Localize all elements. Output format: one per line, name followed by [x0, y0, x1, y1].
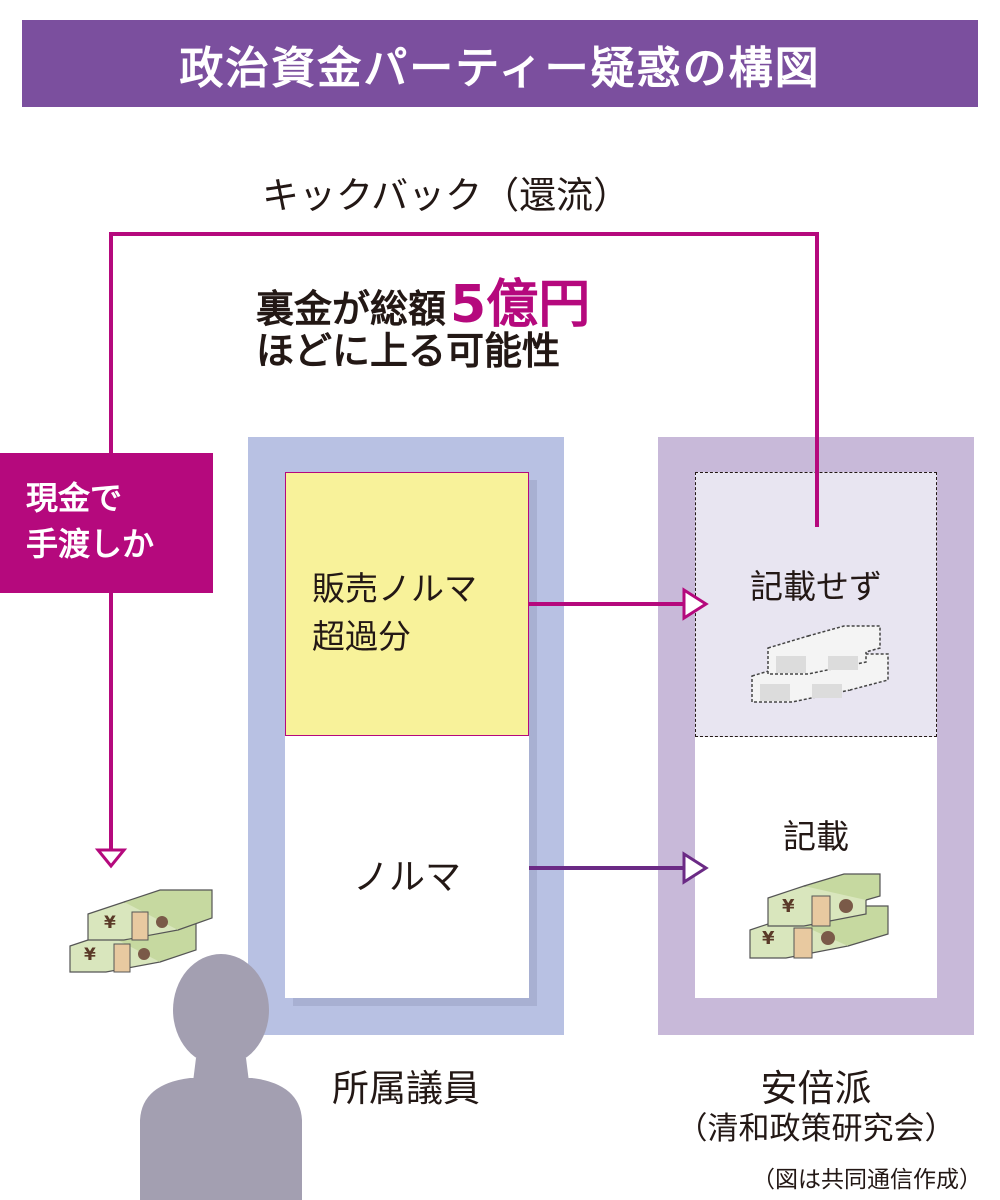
slush-fund-amount: 5億円 — [450, 275, 591, 335]
cash-handover-box: 現金で 手渡しか — [0, 453, 213, 593]
unrecorded-label: 記載せず — [750, 567, 882, 606]
slush-fund-line2: ほどに上る可能性 — [256, 329, 561, 373]
excess-sales-box: 販売ノルマ 超過分 — [285, 472, 529, 736]
member-caption: 所属議員 — [332, 1067, 480, 1110]
cash-yen-mark-upper: ¥ — [104, 913, 116, 933]
quota-label: ノルマ — [352, 857, 461, 898]
cash-handover-line1: 現金で — [26, 479, 123, 517]
diagram-title: 政治資金パーティー疑惑の構図 — [22, 20, 978, 107]
excess-sales-line1: 販売ノルマ — [312, 569, 477, 608]
cash-banknote-stack-icon: ¥ ¥ — [69, 889, 213, 973]
person-silhouette-icon — [140, 954, 302, 1200]
quota-to-recorded-arrowhead — [682, 851, 709, 885]
cash-handover-line2: 手渡しか — [26, 525, 155, 563]
recorded-banknote-stack-icon: ¥ ¥ — [749, 873, 889, 959]
cash-yen-mark-lower: ¥ — [84, 945, 96, 965]
unrecorded-money-stack-icon — [751, 625, 889, 703]
recorded-label: 記載 — [783, 817, 849, 856]
kickback-arrowhead — [94, 848, 128, 869]
excess-sales-line2: 超過分 — [312, 617, 411, 656]
credit-note: （図は共同通信作成） — [752, 1167, 982, 1193]
slush-fund-prefix: 裏金が総額 — [256, 287, 447, 331]
excess-to-unrecorded-arrowhead — [682, 587, 709, 621]
slush-fund-line1: 裏金が総額5億円 — [256, 262, 590, 337]
kickback-label: キックバック（還流） — [262, 174, 631, 217]
faction-caption: 安倍派 — [760, 1067, 872, 1110]
recorded-yen-mark-lower: ¥ — [762, 928, 775, 949]
recorded-yen-mark-upper: ¥ — [782, 896, 795, 917]
faction-subcaption: （清和政策研究会） — [676, 1111, 956, 1147]
